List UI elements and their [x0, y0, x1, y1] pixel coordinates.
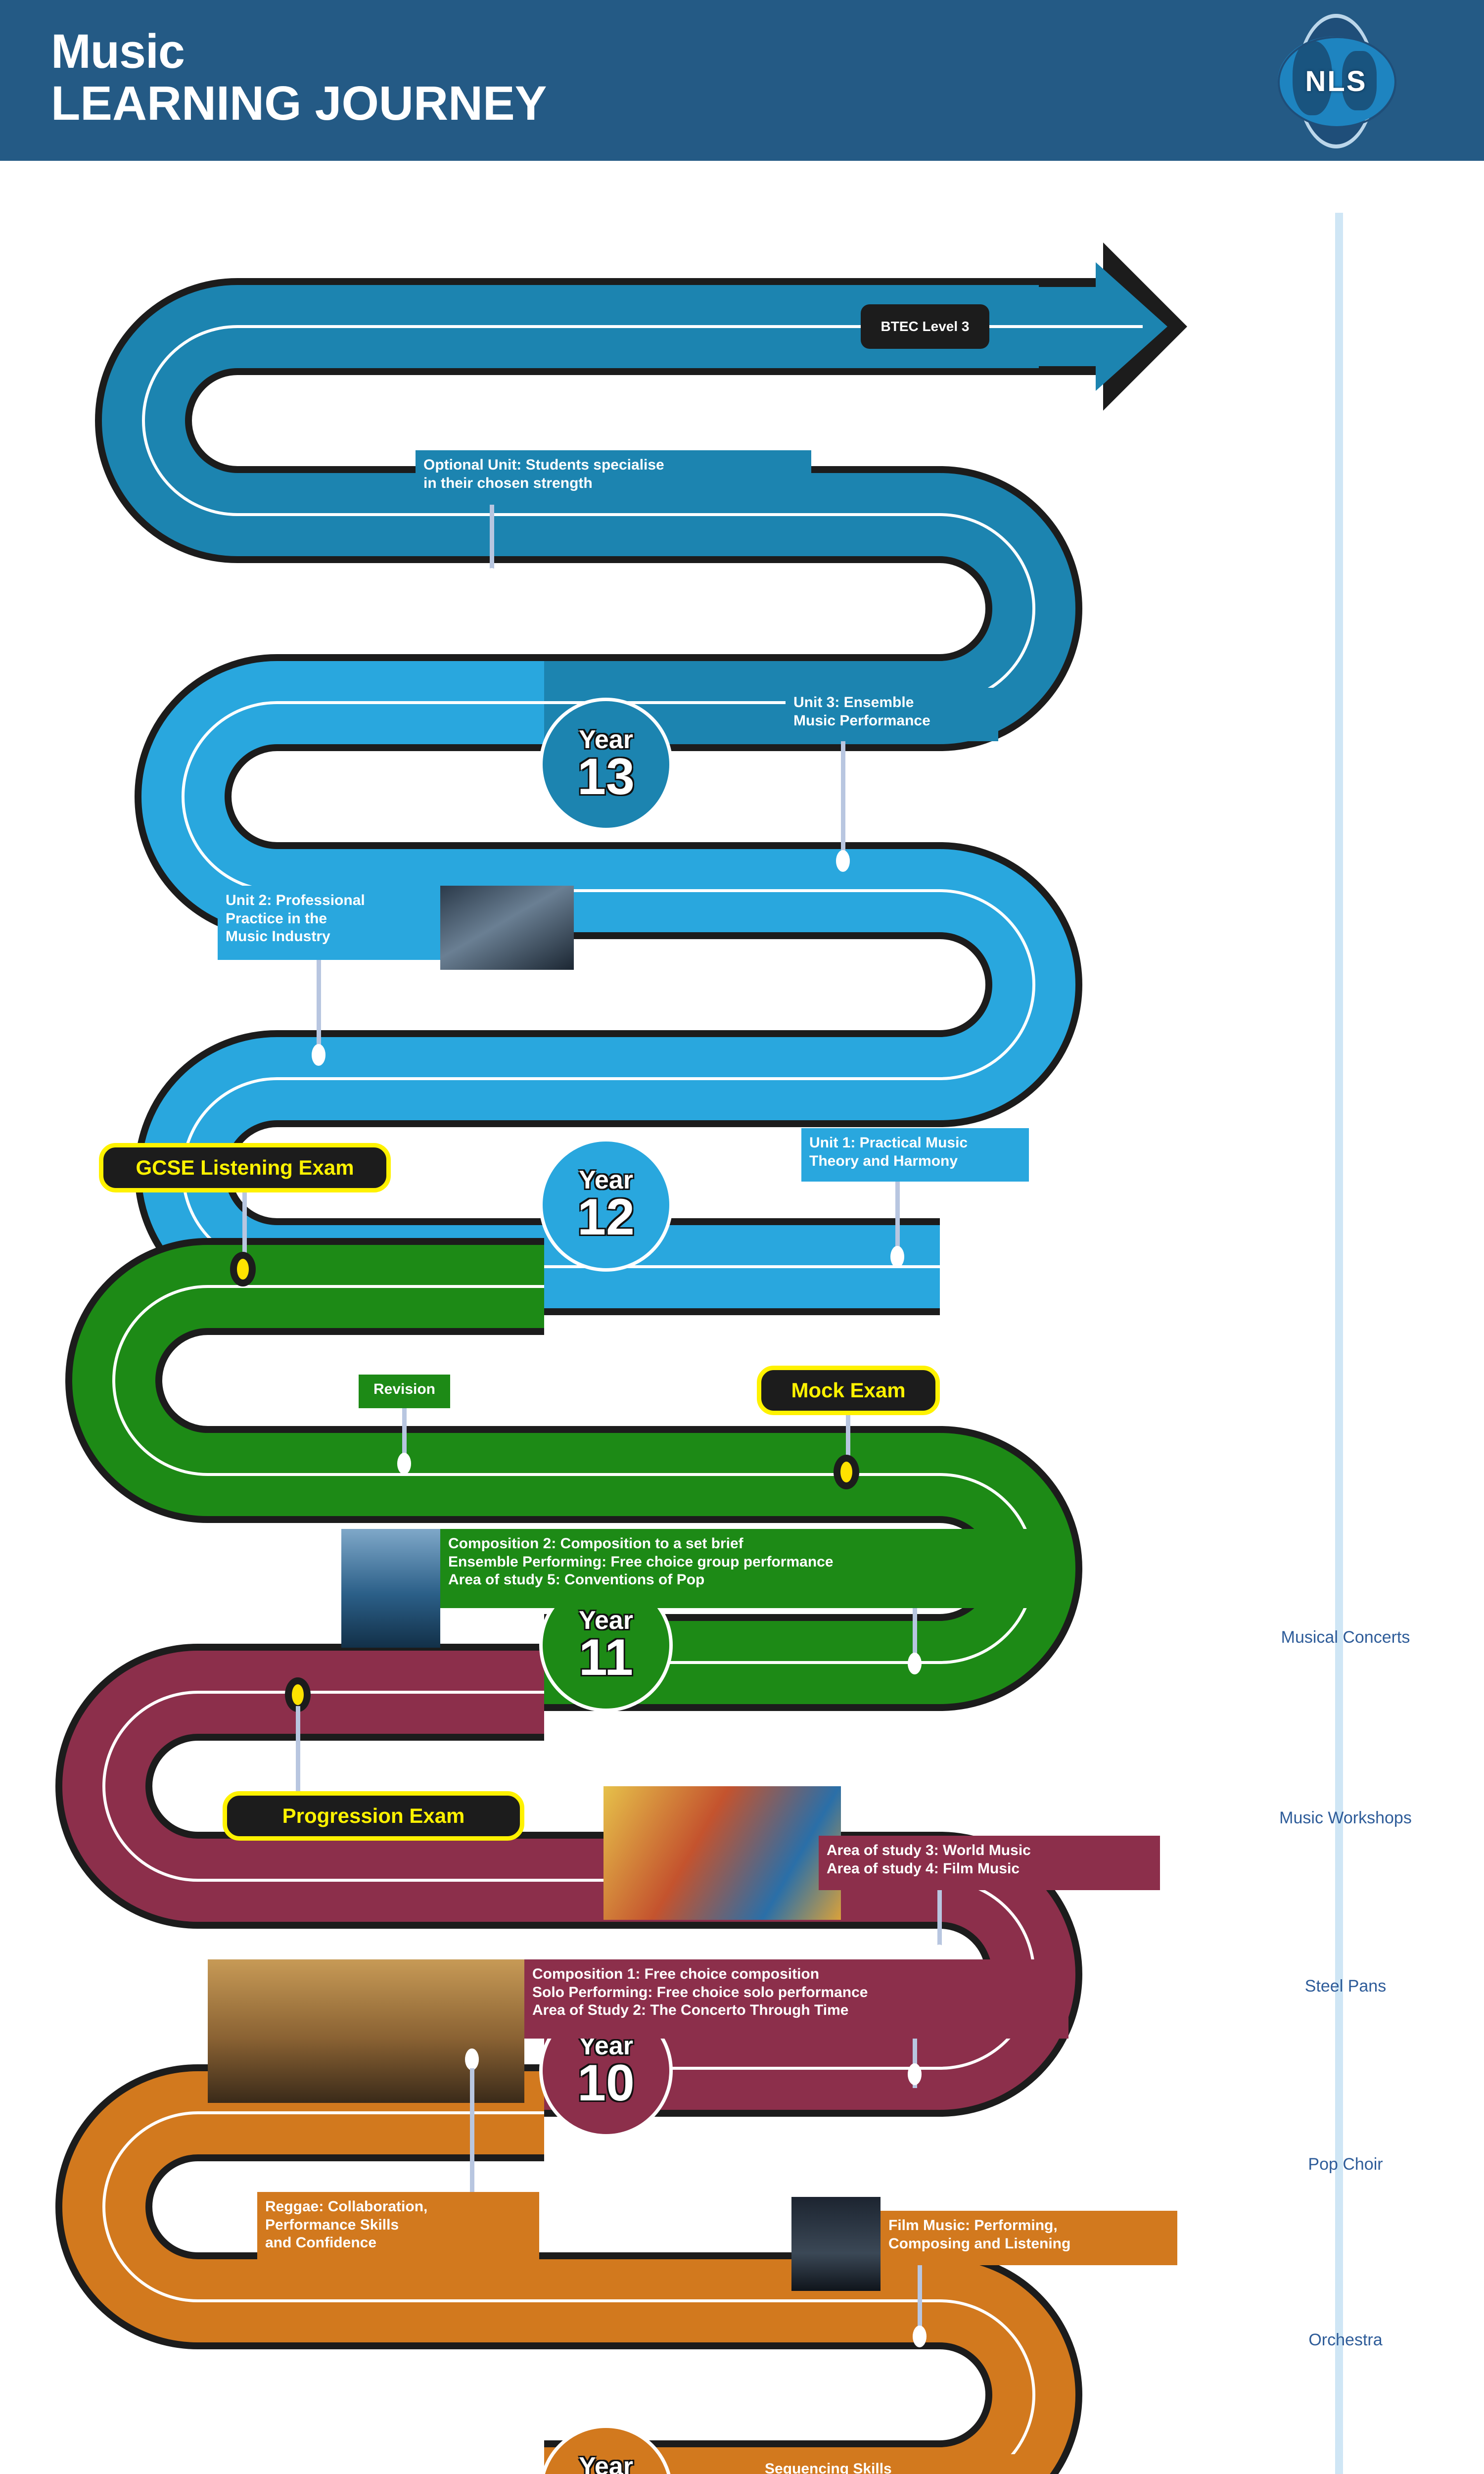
- dot-unit1: [890, 1246, 904, 1268]
- year-number: 12: [577, 1188, 635, 1246]
- photo-music-industry: [440, 886, 574, 970]
- stem-aos-3-4: [937, 1890, 942, 1954]
- dot-reggae: [465, 2048, 479, 2070]
- title-line-1: Music: [51, 24, 185, 78]
- photo-world-music-cover: [603, 1786, 841, 1920]
- rail-item-orchestra: Orchestra: [1308, 2331, 1383, 2349]
- extra-curricular-rail: [1335, 213, 1343, 2474]
- rail-item-musical-concerts: Musical Concerts: [1281, 1628, 1410, 1647]
- photo-orchestra-hall: [208, 1959, 524, 2103]
- label-reggae: Reggae: Collaboration, Performance Skill…: [257, 2192, 539, 2269]
- nls-logo-icon: NLS: [1269, 14, 1403, 148]
- label-unit1: Unit 1: Practical Music Theory and Harmo…: [801, 1128, 1029, 1182]
- nls-logo-text: NLS: [1305, 65, 1367, 97]
- header-divider: [0, 161, 1484, 164]
- stem-unit2: [317, 960, 321, 1054]
- rail-item-music-workshops: Music Workshops: [1279, 1808, 1412, 1827]
- year-number: 10: [577, 2054, 635, 2112]
- rail-item-steel-pans: Steel Pans: [1304, 1977, 1387, 1996]
- dot-composition1: [908, 2063, 922, 2085]
- stem-composition2: [913, 1608, 917, 1658]
- stem-optional-unit: [490, 505, 494, 579]
- label-composition2: Composition 2: Composition to a set brie…: [440, 1529, 1068, 1608]
- year-word: Year: [579, 1606, 633, 1635]
- year-number: 13: [577, 748, 635, 806]
- dot-unit3: [836, 850, 850, 872]
- btec-level-badge: BTEC Level 3: [861, 304, 989, 349]
- btec-arrowhead: [1039, 242, 1187, 411]
- label-revision: Revision: [359, 1375, 450, 1408]
- exam-gcse-listening: GCSE Listening Exam: [99, 1143, 391, 1192]
- label-unit2: Unit 2: Professional Practice in the Mus…: [218, 886, 440, 960]
- year-word: Year: [579, 1166, 633, 1195]
- year-badge-12: Year 12: [539, 1138, 673, 1272]
- year-word: Year: [579, 725, 633, 755]
- label-optional-unit: Optional Unit: Students specialise in th…: [416, 450, 811, 505]
- label-sequencing: Sequencing Skills and Club Dance Music: [757, 2454, 1029, 2474]
- year-word: Year: [579, 2452, 633, 2474]
- stem-unit3: [841, 741, 845, 860]
- year-number: 11: [579, 1628, 633, 1686]
- stem-revision: [402, 1408, 407, 1463]
- stem-film-music: [918, 2265, 922, 2334]
- dot-film-music: [913, 2326, 927, 2347]
- photo-beatles-stage: [341, 1529, 440, 1648]
- dot-unit2: [312, 1044, 325, 1066]
- photo-john-williams: [791, 2197, 881, 2291]
- label-aos-3-4: Area of study 3: World Music Area of stu…: [819, 1836, 1160, 1890]
- dot-optional-unit: [485, 568, 499, 590]
- stem-reggae: [470, 2068, 474, 2197]
- page-header: Music LEARNING JOURNEY NLS: [0, 0, 1484, 162]
- stem-unit1: [895, 1182, 900, 1256]
- dot-gcse-exam: [230, 1252, 256, 1286]
- title-line-2: LEARNING JOURNEY: [51, 76, 547, 130]
- label-film-music: Film Music: Performing, Composing and Li…: [881, 2211, 1177, 2265]
- stem-progression-exam: [296, 1706, 300, 1795]
- label-composition1: Composition 1: Free choice composition S…: [524, 1959, 1068, 2039]
- rail-item-pop-choir: Pop Choir: [1308, 2155, 1383, 2174]
- exam-mock: Mock Exam: [757, 1366, 940, 1415]
- page-title: Music LEARNING JOURNEY: [51, 27, 547, 127]
- year-badge-13: Year 13: [539, 698, 673, 831]
- dot-composition2: [908, 1653, 922, 1674]
- exam-progression: Progression Exam: [223, 1791, 524, 1841]
- stem-mock-exam: [846, 1415, 850, 1465]
- stem-gcse-exam: [242, 1192, 247, 1262]
- dot-revision: [397, 1453, 411, 1475]
- dot-progression-exam: [285, 1677, 311, 1712]
- label-unit3: Unit 3: Ensemble Music Performance: [786, 688, 998, 741]
- dot-mock-exam: [834, 1455, 859, 1489]
